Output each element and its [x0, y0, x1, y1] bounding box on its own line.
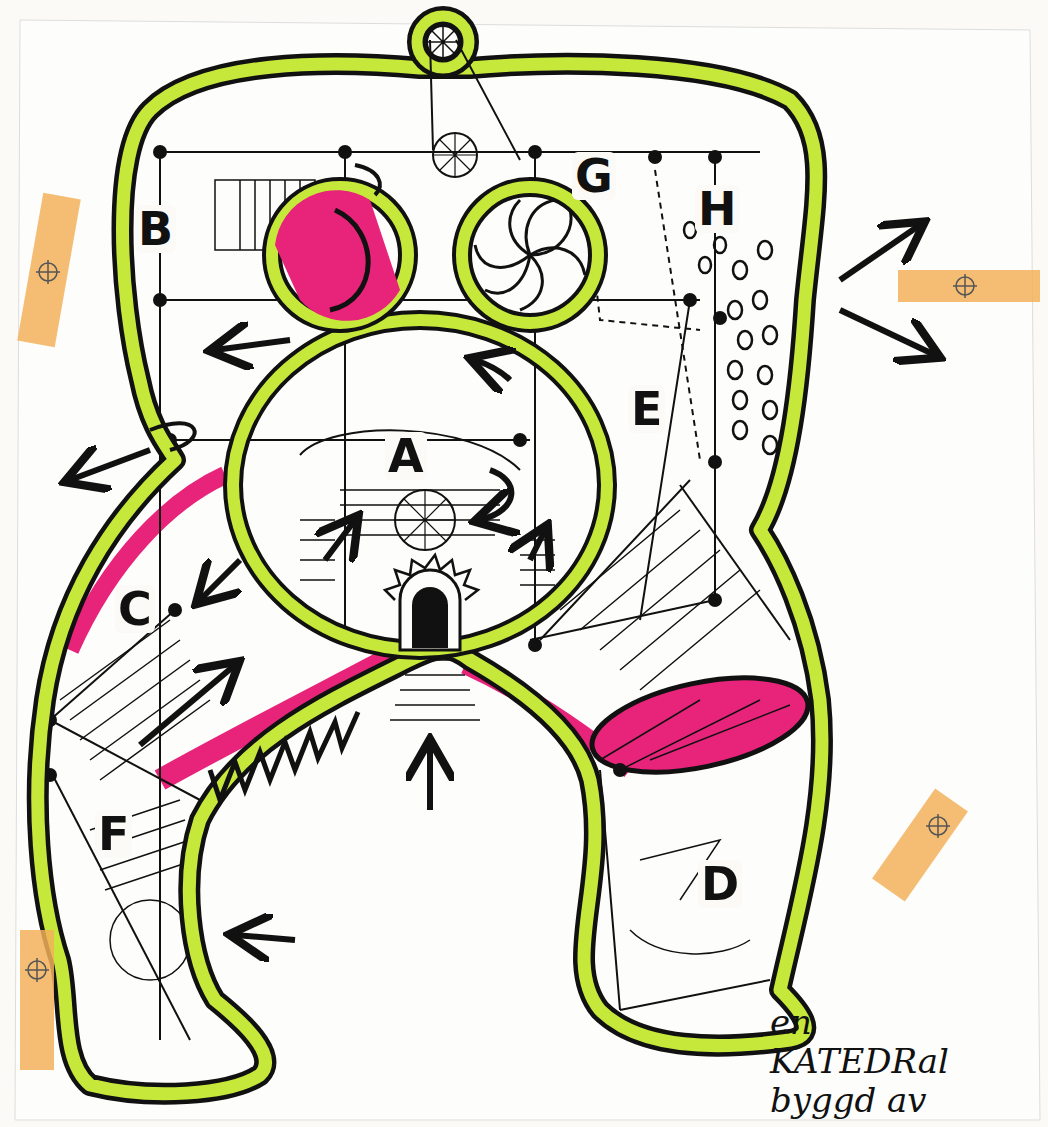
section-letter: C: [115, 585, 155, 633]
section-letter: H: [695, 185, 740, 233]
section-letter: F: [95, 810, 132, 858]
section-letter: D: [698, 860, 742, 908]
section-letter: B: [135, 205, 176, 253]
note-text: en KATEDRal byggd av: [770, 1003, 1000, 1120]
section-letter: G: [572, 152, 616, 200]
section-letter: A: [385, 432, 427, 480]
tape: [17, 193, 1040, 1070]
section-letter: E: [628, 385, 665, 433]
